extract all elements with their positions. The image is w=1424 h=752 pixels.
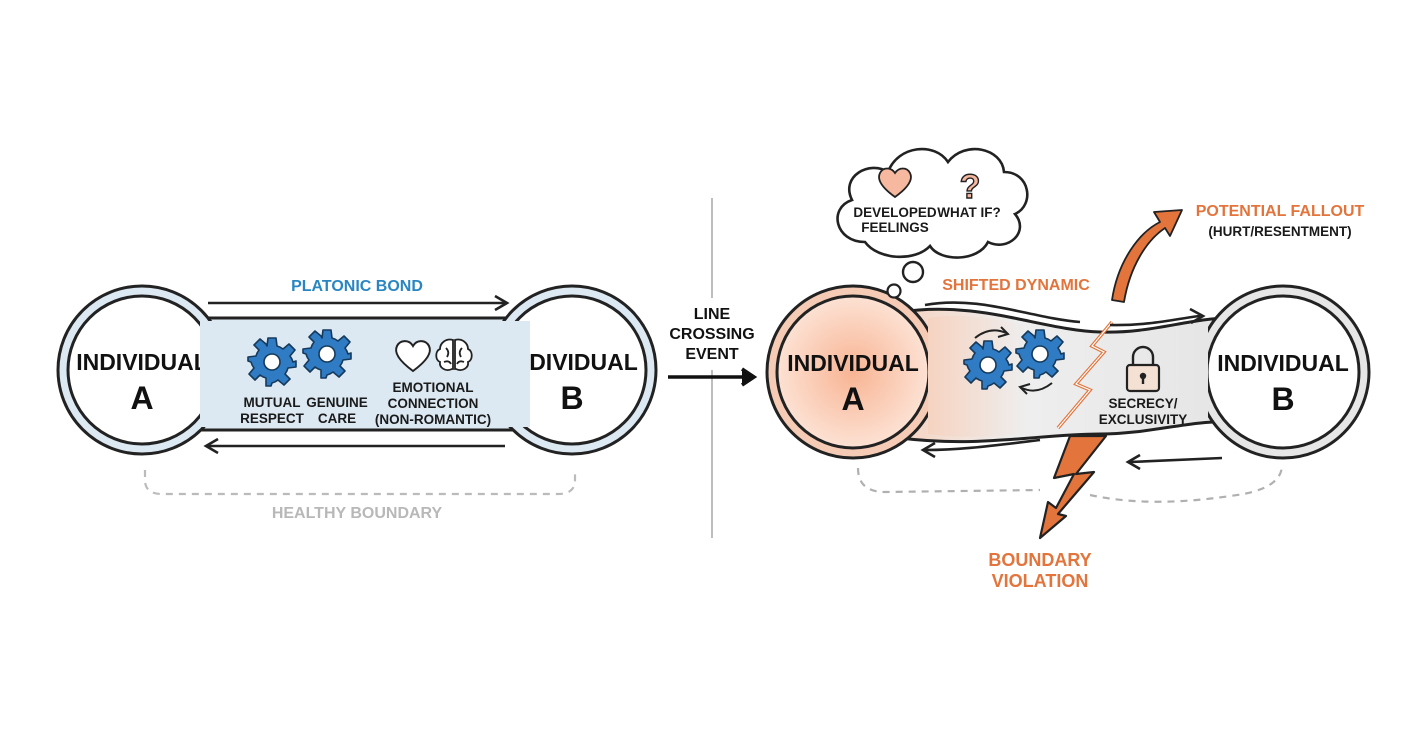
heart-icon (395, 340, 431, 373)
right-individual-b: INDIVIDUAL B (1195, 284, 1371, 460)
event-line1: LINE (694, 306, 731, 323)
emotional-connection-line1: EMOTIONAL (393, 380, 474, 395)
right-a-label: INDIVIDUAL (787, 350, 919, 376)
question-icon: ? (960, 168, 981, 206)
what-if-label: WHAT IF? (937, 205, 1000, 220)
bond-arrow-right (208, 294, 510, 312)
gear-icon (1015, 329, 1065, 379)
shifted-dynamic-label: SHIFTED DYNAMIC (942, 277, 1090, 294)
bond-arrow-left (203, 437, 505, 455)
left-a-label: INDIVIDUAL (76, 349, 208, 375)
genuine-care-line1: GENUINE (306, 395, 368, 410)
developed-feelings-line2: FEELINGS (861, 220, 929, 235)
broken-boundary-outline (856, 464, 1284, 503)
line-crossing-event: LINE CROSSING EVENT (668, 298, 758, 387)
right-b-label: INDIVIDUAL (1217, 350, 1349, 376)
emotional-connection-line2: CONNECTION (388, 396, 479, 411)
potential-fallout-sub: (HURT/RESENTMENT) (1208, 224, 1351, 239)
boundary-violation-line2: VIOLATION (992, 571, 1089, 591)
swirl-arrow-icon (974, 326, 1053, 395)
right-a-letter: A (841, 381, 864, 417)
mutual-respect-line1: MUTUAL (244, 395, 301, 410)
lightning-icon (1038, 434, 1108, 540)
lock-icon (1125, 345, 1161, 393)
right-b-letter: B (1271, 381, 1294, 417)
platonic-bond-label: PLATONIC BOND (291, 278, 423, 295)
left-panel: INDIVIDUAL A INDIVIDUAL B PLATONIC BOND … (56, 278, 658, 522)
genuine-care-line2: CARE (318, 411, 356, 426)
right-individual-a: INDIVIDUAL A (765, 284, 941, 460)
left-a-letter: A (130, 380, 153, 416)
potential-fallout-label: POTENTIAL FALLOUT (1196, 203, 1365, 220)
developed-feelings-line1: DEVELOPED (853, 205, 937, 220)
mutual-respect-line2: RESPECT (240, 411, 305, 426)
thought-cloud: ? DEVELOPED FEELINGS WHAT IF? (836, 147, 1029, 299)
healthy-boundary-outline (143, 470, 577, 496)
emotional-connection-line3: (NON-ROMANTIC) (375, 412, 491, 427)
boundary-violation-line1: BOUNDARY (988, 550, 1091, 570)
gear-icon (963, 340, 1013, 390)
secrecy-line2: EXCLUSIVITY (1099, 412, 1188, 427)
dynamic-arrow-right (924, 301, 1206, 327)
gear-icon (302, 329, 352, 379)
brain-icon (435, 338, 473, 371)
dynamic-arrow-left (920, 438, 1223, 471)
event-line3: EVENT (685, 346, 739, 363)
secrecy-line1: SECRECY/ (1108, 396, 1177, 411)
event-line2: CROSSING (669, 326, 754, 343)
fallout-arrow-icon (1111, 209, 1183, 303)
healthy-boundary-label: HEALTHY BOUNDARY (272, 505, 443, 522)
gear-icon (247, 337, 297, 387)
left-b-letter: B (560, 380, 583, 416)
right-panel: INDIVIDUAL A INDIVIDUAL B (765, 147, 1371, 591)
heart-icon (878, 167, 912, 199)
event-arrow-icon (668, 367, 758, 387)
left-individual-a: INDIVIDUAL A (56, 284, 228, 456)
